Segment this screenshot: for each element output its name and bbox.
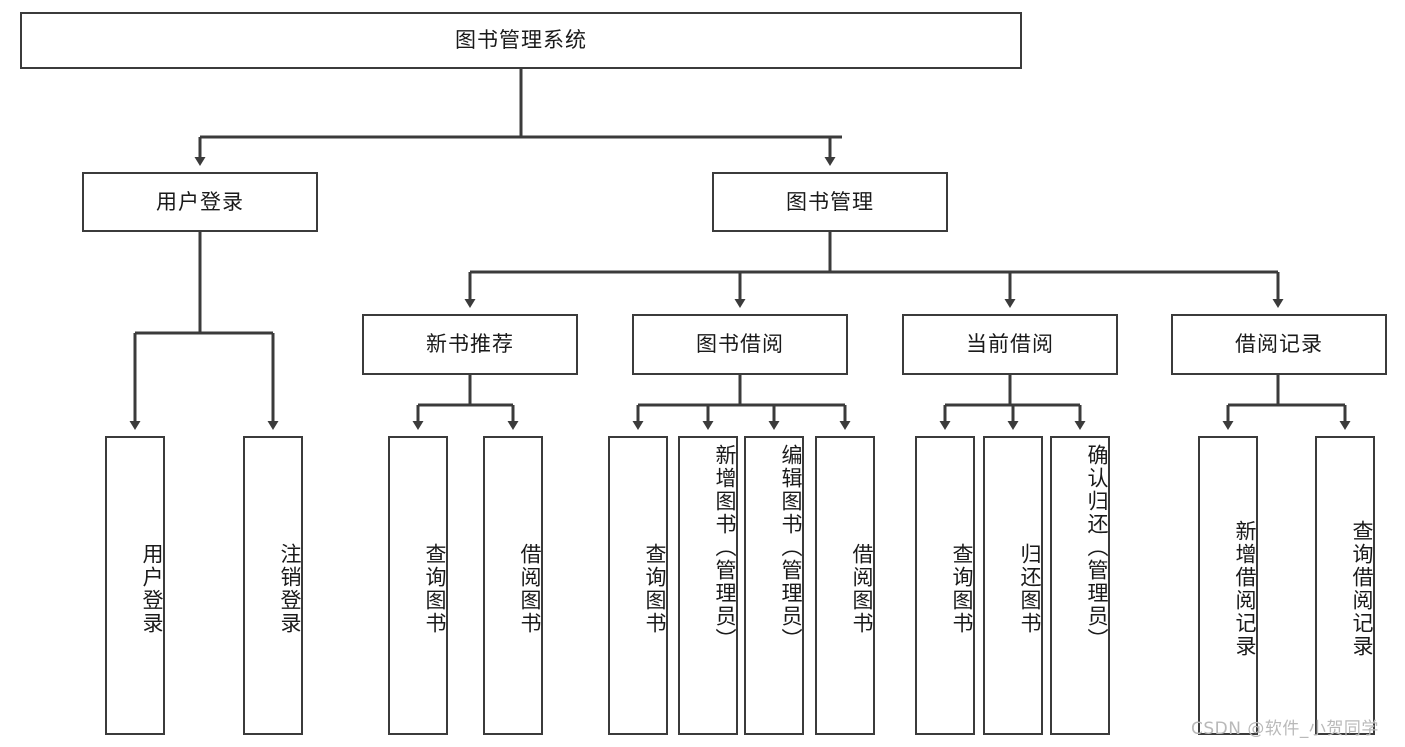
node-book-manage[interactable]: 图书管理 [712,172,948,232]
csdn-watermark: CSDN @软件_小贺同学 [1191,719,1379,739]
node-leaf-edit-book[interactable]: 编辑图书（管理员） [744,436,804,735]
node-new-book-rec-label: 新书推荐 [426,332,514,356]
node-leaf-add-book-label: 新增图书（管理员） [713,444,737,651]
node-book-manage-label: 图书管理 [786,189,874,214]
node-leaf-return-book-label: 归还图书 [1018,542,1042,635]
node-borrow-record[interactable]: 借阅记录 [1171,314,1387,375]
node-user-login[interactable]: 用户登录 [82,172,318,232]
node-root-label: 图书管理系统 [455,28,587,52]
node-root[interactable]: 图书管理系统 [20,12,1022,69]
node-leaf-confirm-return-label: 确认归还（管理员） [1085,444,1109,651]
node-leaf-borrow-book-1-label: 借阅图书 [518,542,542,635]
node-new-book-rec[interactable]: 新书推荐 [362,314,578,375]
node-leaf-add-record-label: 新增借阅记录 [1233,519,1257,658]
node-leaf-borrow-book-2-label: 借阅图书 [850,542,874,635]
node-user-login-label: 用户登录 [156,189,244,214]
node-leaf-query-record-label: 查询借阅记录 [1350,519,1374,658]
node-book-borrow-label: 图书借阅 [696,332,784,356]
node-leaf-query-book-2[interactable]: 查询图书 [608,436,668,735]
node-current-borrow[interactable]: 当前借阅 [902,314,1118,375]
node-leaf-logout-label: 注销登录 [278,542,302,635]
node-leaf-query-book-3[interactable]: 查询图书 [915,436,975,735]
node-leaf-return-book[interactable]: 归还图书 [983,436,1043,735]
node-leaf-query-book-3-label: 查询图书 [950,542,974,635]
node-leaf-add-book[interactable]: 新增图书（管理员） [678,436,738,735]
node-leaf-confirm-return[interactable]: 确认归还（管理员） [1050,436,1110,735]
node-borrow-record-label: 借阅记录 [1235,332,1323,356]
node-leaf-user-login[interactable]: 用户登录 [105,436,165,735]
node-leaf-edit-book-label: 编辑图书（管理员） [779,444,803,651]
node-leaf-borrow-book-1[interactable]: 借阅图书 [483,436,543,735]
node-leaf-query-record[interactable]: 查询借阅记录 [1315,436,1375,735]
node-book-borrow[interactable]: 图书借阅 [632,314,848,375]
node-leaf-user-login-label: 用户登录 [140,542,164,635]
node-leaf-query-book-1[interactable]: 查询图书 [388,436,448,735]
node-current-borrow-label: 当前借阅 [966,332,1054,356]
node-leaf-query-book-2-label: 查询图书 [643,542,667,635]
node-leaf-query-book-1-label: 查询图书 [423,542,447,635]
node-leaf-borrow-book-2[interactable]: 借阅图书 [815,436,875,735]
node-leaf-add-record[interactable]: 新增借阅记录 [1198,436,1258,735]
node-leaf-logout[interactable]: 注销登录 [243,436,303,735]
